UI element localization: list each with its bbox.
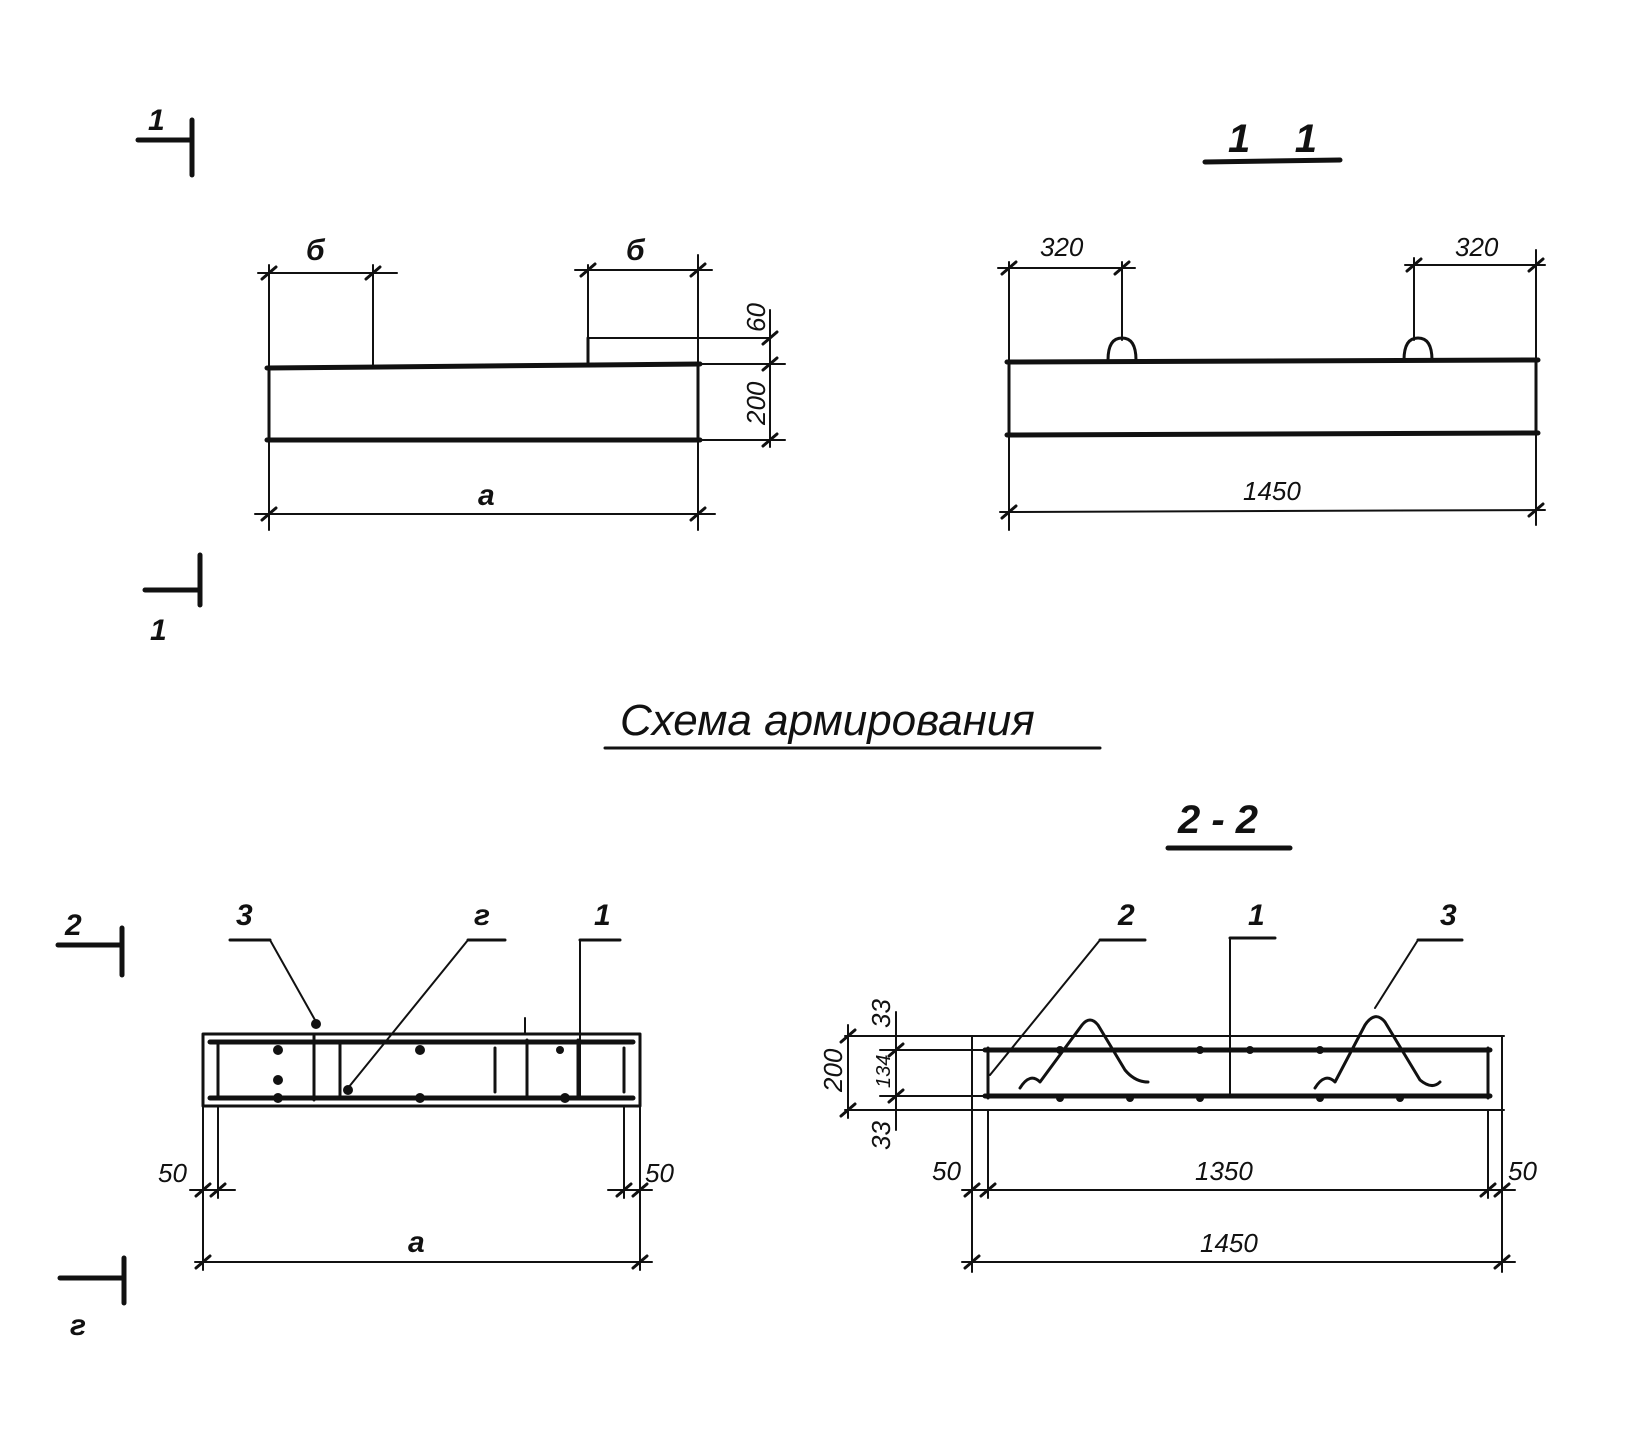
dim-200-section: 200 [818, 1048, 848, 1093]
dim-50-left-section: 50 [932, 1156, 961, 1186]
elevation-view: б б 60 200 a [254, 234, 786, 531]
section-mark-2-top-label: 2 [64, 909, 82, 942]
position-3-label-section: 3 [1440, 899, 1457, 932]
reinforcement-scheme-title: Схема армирования [603, 696, 1102, 750]
dim-320-right: 320 [1455, 232, 1499, 262]
position-1-label-section: 1 [1248, 899, 1265, 932]
lifting-loop-left [1106, 336, 1138, 362]
section-1-1-title: 1 1 [1228, 117, 1317, 161]
dim-50-right-plan: 50 [645, 1158, 674, 1188]
lifting-loop-right [1402, 336, 1434, 362]
section-2-2-heading: 2 - 2 [1165, 798, 1293, 851]
dim-134: 134 [873, 1055, 895, 1088]
section-2-2-view: 2 1 3 33 200 134 33 50 1350 50 [818, 899, 1537, 1273]
dim-50-left-plan: 50 [158, 1158, 187, 1188]
dim-200: 200 [741, 381, 771, 426]
section-mark-1-bottom-label: 1 [150, 614, 167, 647]
section-mark-2-top: 2 [55, 909, 125, 978]
dim-1450-top: 1450 [1243, 476, 1301, 506]
lifting-loop-2-right [1313, 1015, 1442, 1090]
section-mark-1-top: 1 [135, 104, 195, 178]
position-3-label: 3 [236, 899, 253, 932]
dim-33-bottom: 33 [866, 1121, 896, 1150]
section-1-1-view: 1 1 320 320 1450 [997, 117, 1546, 531]
dim-1350: 1350 [1195, 1156, 1253, 1186]
dim-b-left: б [306, 234, 326, 267]
section-mark-1-bottom: 1 [142, 552, 203, 647]
section-mark-2-bottom: г [57, 1255, 127, 1342]
dim-33-top: 33 [866, 999, 896, 1028]
dim-a-bottom: a [408, 1226, 425, 1259]
dim-60: 60 [741, 303, 771, 332]
lifting-loop-2-left [1018, 1018, 1150, 1090]
reinforcement-plan: 3 г 1 50 50 a [158, 899, 674, 1271]
position-2-label: г [474, 899, 490, 932]
section-mark-1-top-label: 1 [148, 104, 165, 137]
position-1-label: 1 [594, 899, 611, 932]
section-2-2-title: 2 - 2 [1177, 798, 1258, 842]
title-text: Схема армирования [620, 696, 1035, 745]
dim-b-right: б [626, 234, 646, 267]
position-2-label-section: 2 [1117, 899, 1135, 932]
dim-320-left: 320 [1040, 232, 1084, 262]
dim-50-right-section: 50 [1508, 1156, 1537, 1186]
dim-1450-section: 1450 [1200, 1228, 1258, 1258]
section-mark-2-bottom-label: г [70, 1309, 86, 1342]
dim-a-top: a [478, 479, 495, 512]
